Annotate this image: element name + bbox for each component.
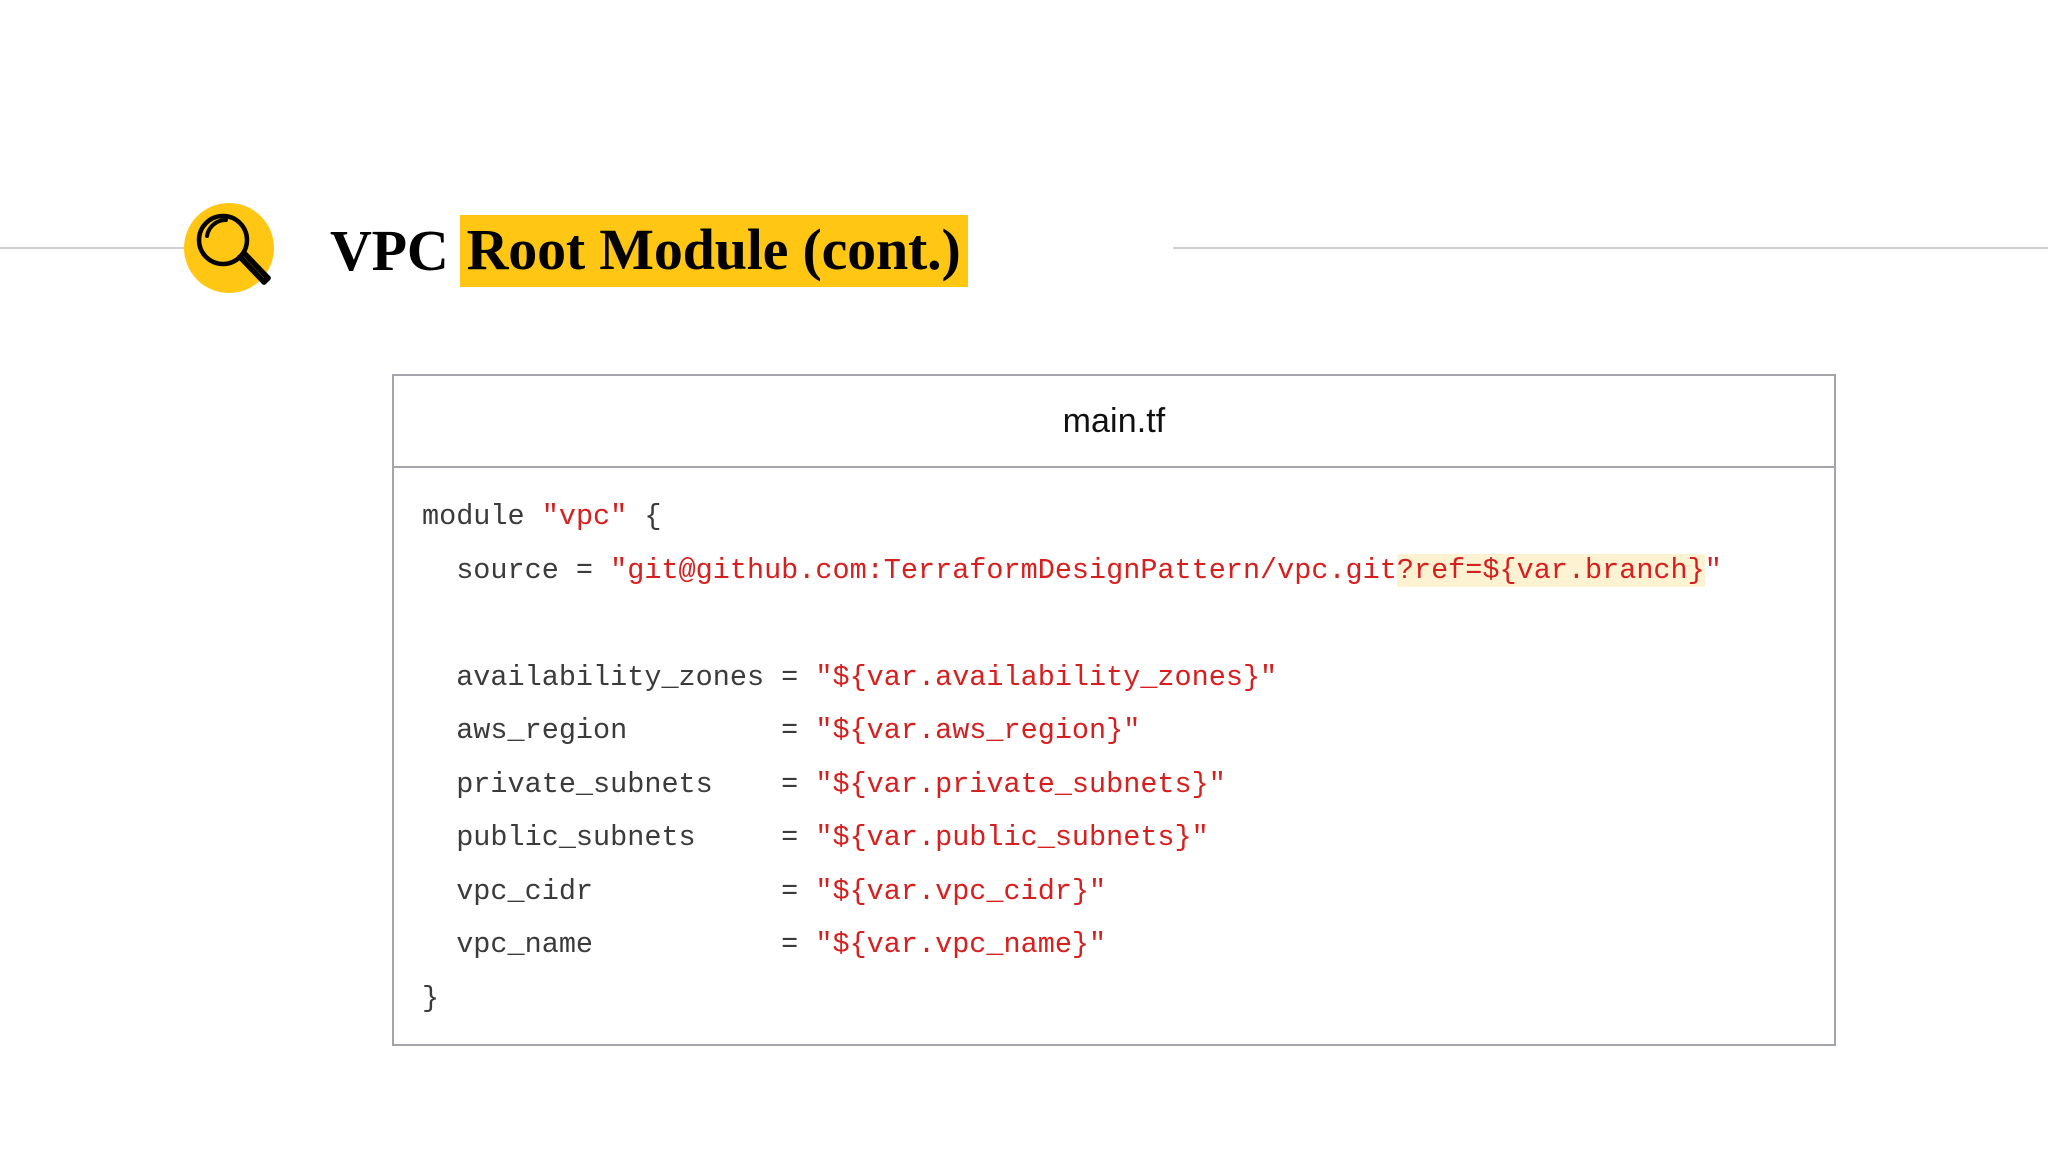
code-token: "${var.vpc_cidr}": [815, 874, 1107, 908]
code-card-header: main.tf: [394, 376, 1834, 468]
code-token: source =: [422, 553, 611, 587]
code-token: availability_zones =: [422, 660, 816, 694]
code-token: "${var.public_subnets}": [815, 821, 1209, 854]
code-token: ?ref=${var.branch}: [1396, 553, 1705, 587]
header-divider-right: [1173, 247, 2048, 249]
line-availability-zones: availability_zones = "${var.availability…: [422, 651, 1834, 705]
line-aws-region: aws_region = "${var.aws_region}": [422, 704, 1834, 758]
code-token: {: [627, 500, 662, 533]
code-token: "${var.availability_zones}": [815, 660, 1278, 694]
magnifying-glass-icon: [181, 200, 277, 296]
code-token: }: [422, 981, 440, 1015]
code-token: "${var.vpc_name}": [815, 928, 1107, 961]
code-token: public_subnets =: [422, 821, 816, 854]
header-divider-left: [0, 247, 190, 249]
code-filename-label: main.tf: [1062, 401, 1166, 440]
line-vpc-cidr: vpc_cidr = "${var.vpc_cidr}": [422, 865, 1834, 919]
code-token: "vpc": [541, 500, 628, 533]
page-title-highlighted: Root Module (cont.): [459, 214, 968, 288]
code-token: vpc_name =: [422, 928, 816, 961]
code-token: "git@github.com:TerraformDesignPattern/v…: [610, 553, 1397, 587]
code-token: private_subnets =: [422, 767, 816, 801]
slide-header: VPC Root Module (cont.): [0, 196, 2048, 306]
code-token: vpc_cidr =: [422, 874, 816, 908]
line-vpc-name: vpc_name = "${var.vpc_name}": [422, 918, 1834, 972]
page-title: VPC Root Module (cont.): [330, 196, 968, 306]
code-token: aws_region =: [422, 714, 816, 747]
code-block: module "vpc" { source = "git@github.com:…: [394, 468, 1834, 1025]
line-module-open: module "vpc" {: [422, 490, 1834, 544]
line-blank-1: [422, 597, 1834, 651]
code-token: ": [1704, 553, 1722, 587]
code-token: module: [422, 500, 542, 533]
code-token: "${var.aws_region}": [815, 714, 1141, 747]
code-token: [422, 607, 439, 640]
line-source: source = "git@github.com:TerraformDesign…: [422, 544, 1834, 598]
code-token: "${var.private_subnets}": [815, 767, 1226, 801]
code-card: main.tf module "vpc" { source = "git@git…: [392, 374, 1836, 1046]
page-title-plain: VPC: [330, 217, 449, 283]
line-private-subnets: private_subnets = "${var.private_subnets…: [422, 758, 1834, 812]
line-public-subnets: public_subnets = "${var.public_subnets}": [422, 811, 1834, 865]
line-module-close: }: [422, 972, 1834, 1026]
